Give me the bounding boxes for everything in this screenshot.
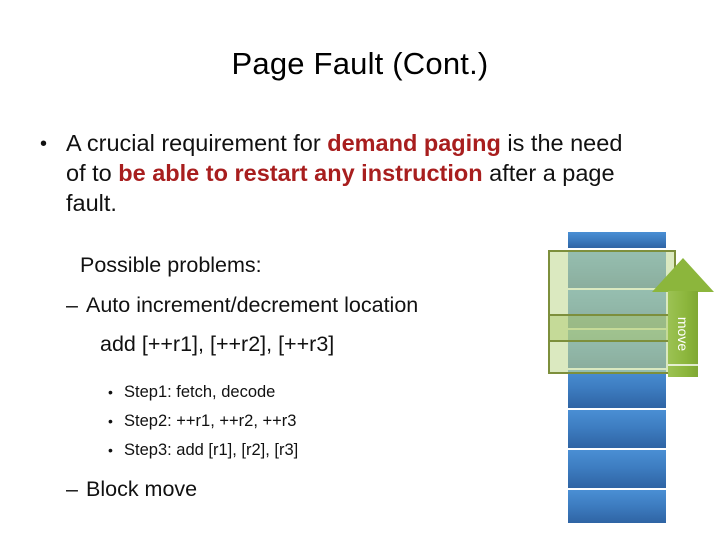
bullet-text-part1: A crucial requirement for (66, 130, 328, 156)
list-item-step2: • Step2: ++r1, ++r2, ++r3 (108, 407, 298, 436)
selection-band (550, 314, 678, 342)
bullet-dot-icon: • (40, 133, 48, 155)
dash-glyph: – (66, 293, 78, 317)
steps-list: • Step1: fetch, decode • Step2: ++r1, ++r2… (108, 378, 298, 465)
page-title: Page Fault (Cont.) (231, 46, 489, 81)
bullet-dot-icon: • (108, 442, 113, 458)
sub-item-block-move-label: Block move (86, 477, 198, 501)
bullet-text-part2: is the need of to (66, 130, 623, 186)
step3-label: Step3: add [r1], [r2], [r3] (124, 441, 299, 459)
move-arrow-icon: move (652, 258, 714, 380)
arrow-shaft (668, 291, 698, 377)
arrow-notch (668, 364, 698, 366)
list-item-step3: • Step3: add [r1], [r2], [r3] (108, 436, 298, 465)
bullet-item-primary: • A crucial requirement for demand pagin… (34, 128, 634, 218)
arrow-head (652, 258, 714, 292)
sub-item-auto-increment: –Auto increment/decrement location (66, 292, 418, 318)
bullet-dot-icon: • (108, 413, 113, 429)
possible-problems-label: Possible problems: (80, 253, 262, 277)
sub-item-auto-increment-label: Auto increment/decrement location (86, 293, 419, 317)
memory-block (568, 232, 666, 248)
memory-block (568, 410, 666, 448)
list-item-step1: • Step1: fetch, decode (108, 378, 298, 407)
move-arrow-label: move (675, 316, 692, 352)
emphasis-demand-paging: demand paging (327, 130, 501, 156)
memory-block (568, 490, 666, 523)
bullet-item-primary-text: A crucial requirement for demand paging … (66, 128, 634, 218)
bullet-dot-icon: • (108, 384, 113, 400)
slide-body: • A crucial requirement for demand pagin… (0, 128, 720, 528)
move-arrow-label-wrap: move (668, 291, 698, 377)
memory-block (568, 370, 666, 408)
memory-block (568, 450, 666, 488)
code-line-add: add [++r1], [++r2], [++r3] (100, 332, 335, 356)
emphasis-restart-instruction: be able to restart any instruction (118, 160, 483, 186)
bullet-text-part3: after a page fault. (66, 160, 615, 216)
sub-item-block-move: –Block move (66, 476, 197, 502)
dash-glyph: – (66, 477, 78, 501)
step2-label: Step2: ++r1, ++r2, ++r3 (124, 412, 297, 430)
memory-block-diagram: move (540, 225, 720, 535)
step1-label: Step1: fetch, decode (124, 383, 276, 401)
